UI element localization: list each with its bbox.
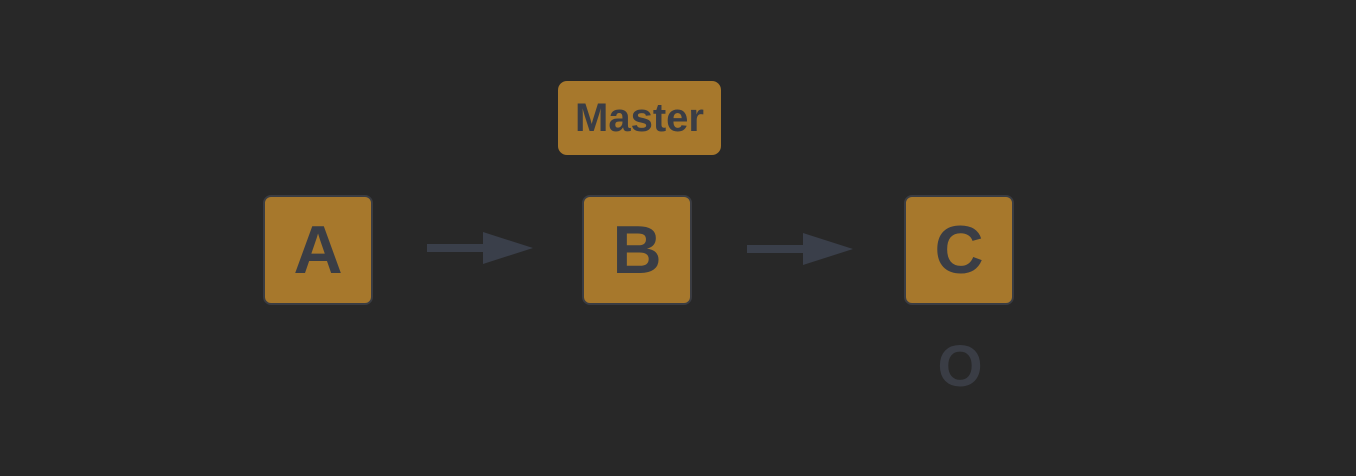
- arrow-a-to-b: [427, 232, 533, 264]
- commit-node-a: A: [263, 195, 373, 305]
- commit-node-b-label: B: [612, 212, 662, 288]
- branch-label-text: Master: [575, 95, 704, 140]
- commit-node-b: B: [582, 195, 692, 305]
- origin-label: O: [937, 334, 983, 399]
- commit-node-c-label: C: [934, 212, 984, 288]
- commit-node-a-label: A: [293, 212, 343, 288]
- branch-label-master: Master: [558, 81, 721, 155]
- commit-node-c: C: [904, 195, 1014, 305]
- arrow-b-to-c: [747, 233, 853, 265]
